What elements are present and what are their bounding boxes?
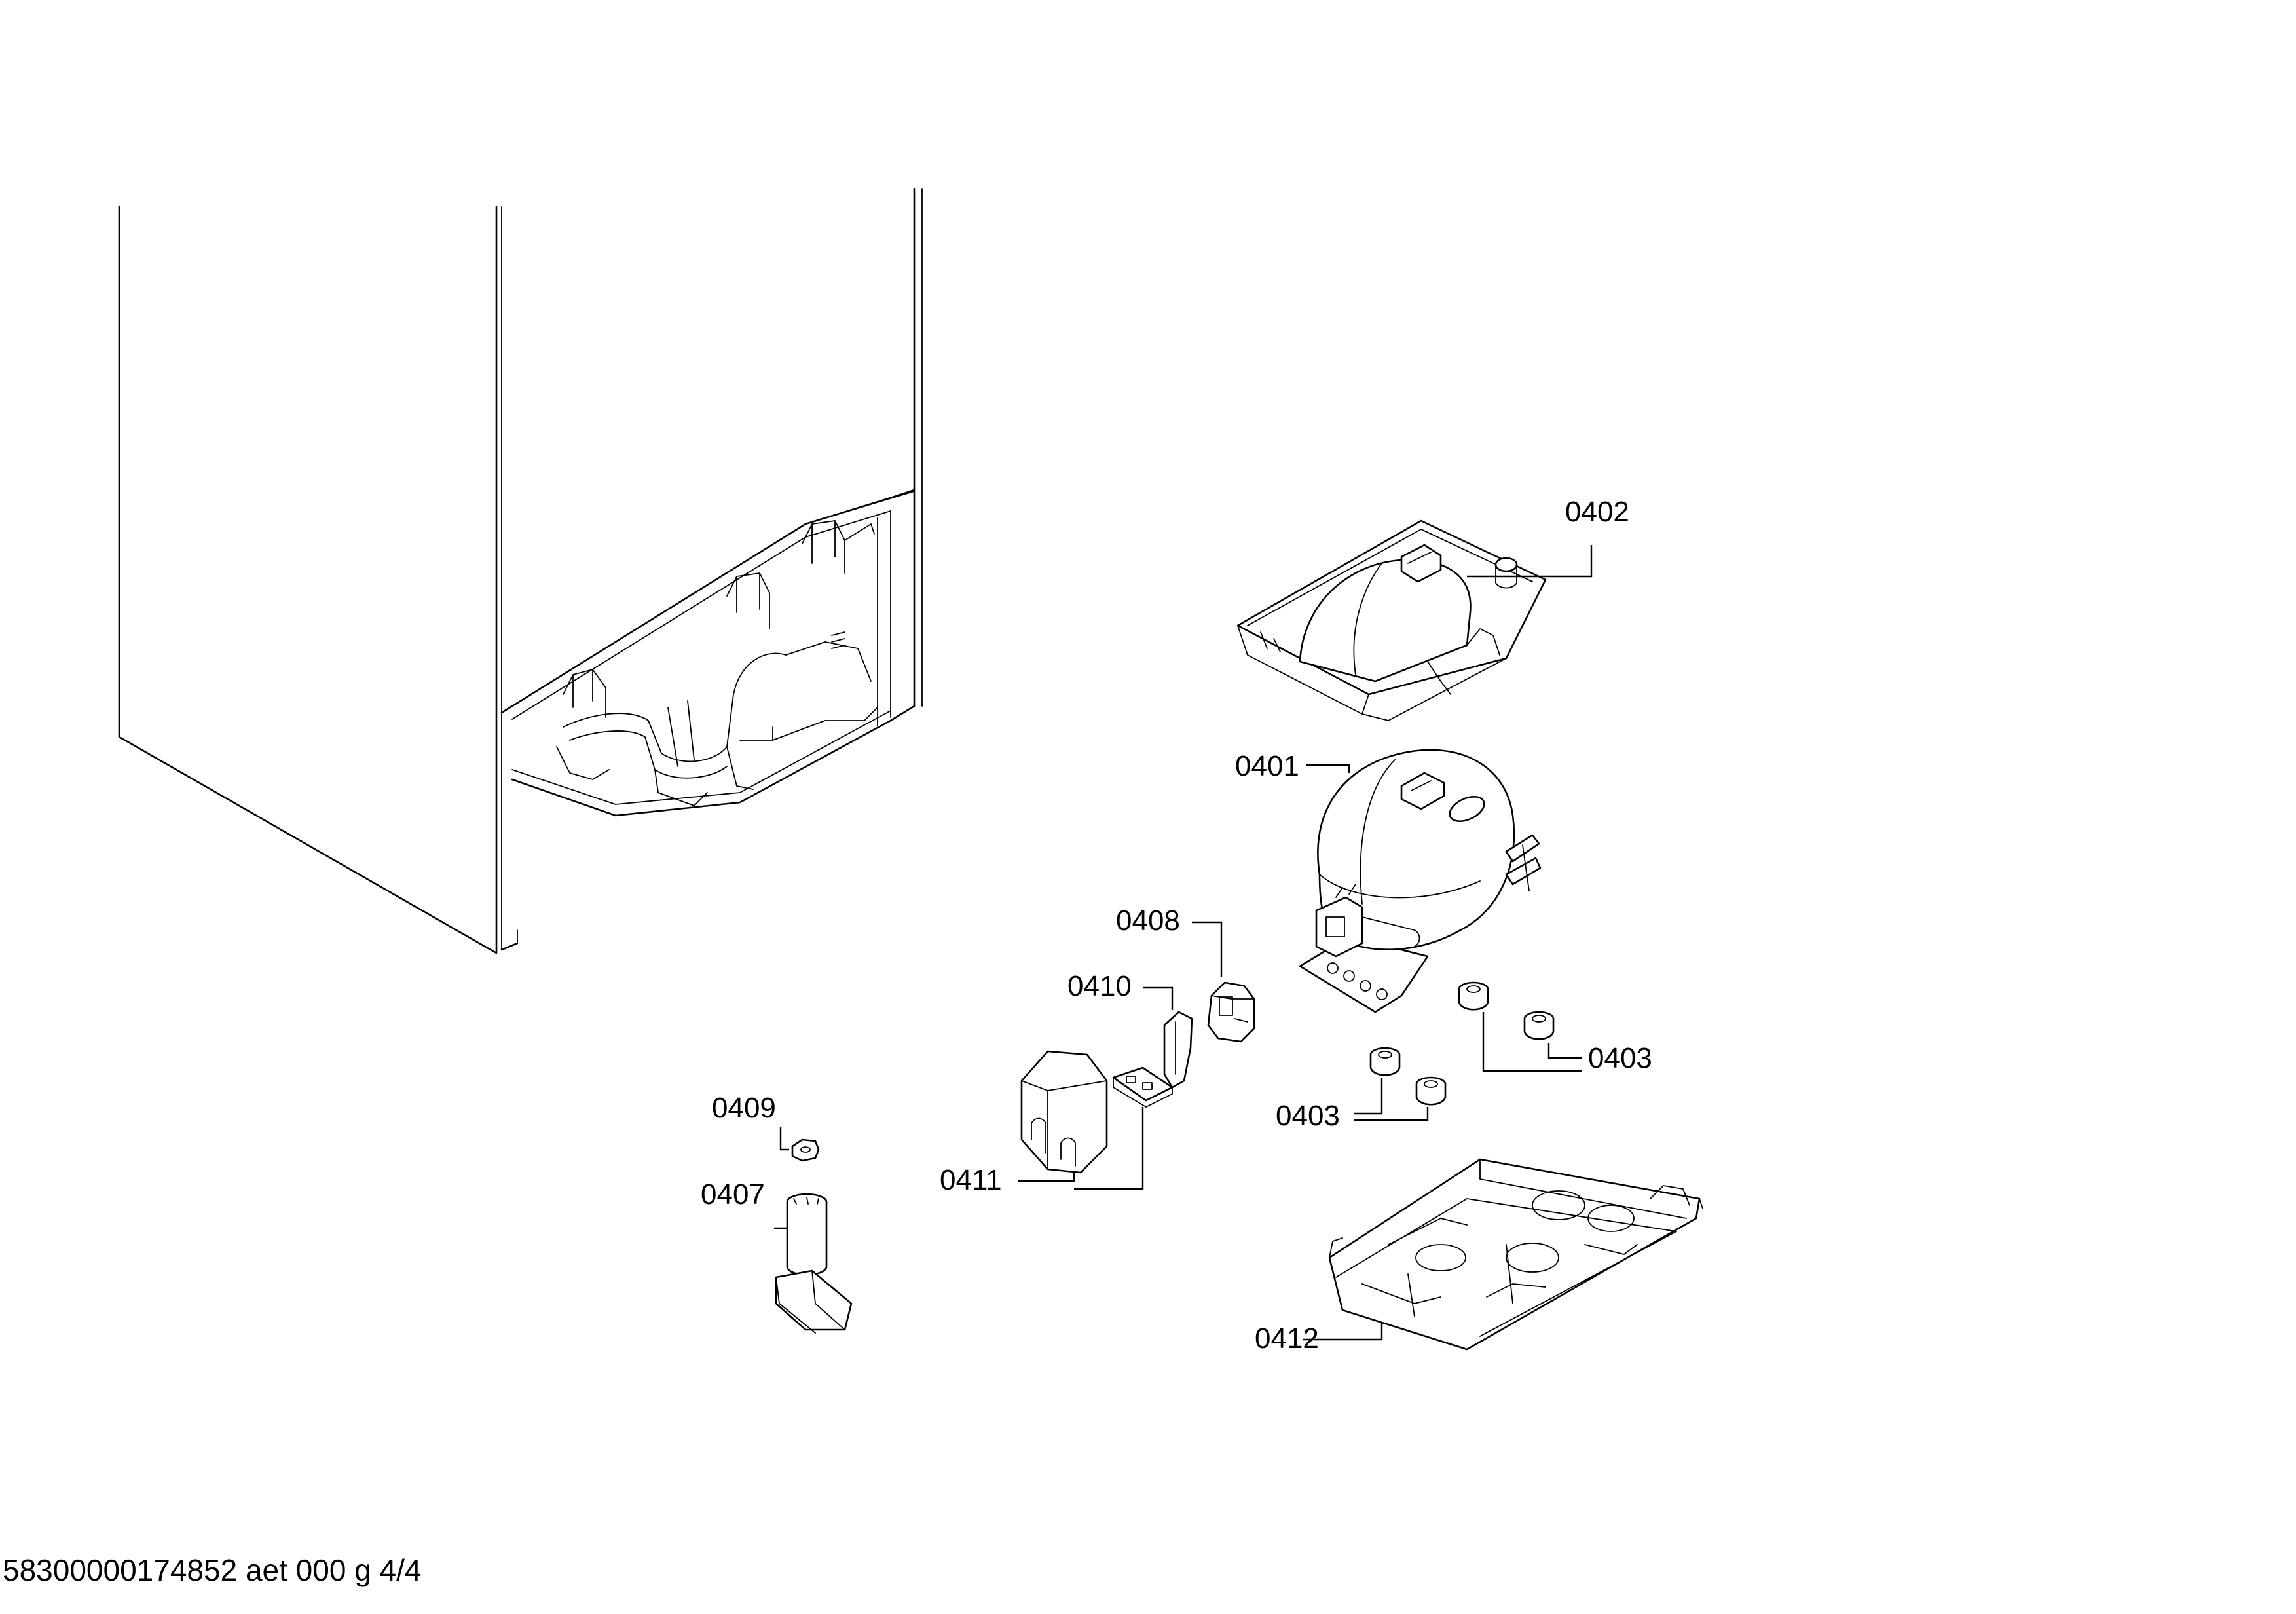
part-0407-drawing [775,1193,853,1334]
label-0403-a: 0403 [1588,1042,1652,1074]
leader-0410 [1143,986,1174,1010]
part-0412-drawing [1328,1158,1703,1351]
leader-0403-b [1354,1078,1383,1115]
leader-0403-a [1482,1012,1582,1072]
cabinet-drawing [118,187,923,954]
leader-0408 [1192,921,1223,977]
label-0403-b: 0403 [1276,1100,1340,1132]
part-0401-drawing [1299,749,1542,1013]
part-0409-drawing [791,1138,820,1162]
part-labels: 0402 0401 0408 0410 0403 0403 0409 0407 … [701,496,1652,1355]
grommet-1 [1458,981,1489,1011]
leader-0409 [779,1127,789,1151]
part-0402-drawing [1236,519,1547,721]
document-footer-code: 58300000174852 aet 000 g 4/4 [3,1553,422,1587]
part-0411-drawing [1020,1050,1174,1174]
label-0402: 0402 [1565,496,1629,528]
leader-0403-a-2 [1547,1043,1582,1059]
label-0410: 0410 [1067,970,1132,1002]
part-0403-grommets [1369,981,1555,1106]
leader-0403-b-2 [1354,1107,1429,1121]
grommet-2 [1523,1011,1555,1040]
grommet-4 [1415,1076,1447,1106]
label-0409: 0409 [712,1092,776,1124]
leader-0402 [1467,545,1593,578]
leader-0411 [1018,1173,1075,1182]
label-0407: 0407 [701,1178,765,1210]
part-0408-drawing [1207,981,1255,1043]
label-0411: 0411 [940,1164,1002,1196]
leader-0412 [1303,1323,1383,1341]
leader-0401 [1306,764,1350,773]
label-0401: 0401 [1235,750,1299,782]
label-0408: 0408 [1116,905,1180,937]
label-0412: 0412 [1255,1323,1319,1355]
grommet-3 [1369,1047,1401,1076]
part-0410-drawing [1163,1011,1193,1089]
leader-0411-2 [1074,1107,1144,1190]
